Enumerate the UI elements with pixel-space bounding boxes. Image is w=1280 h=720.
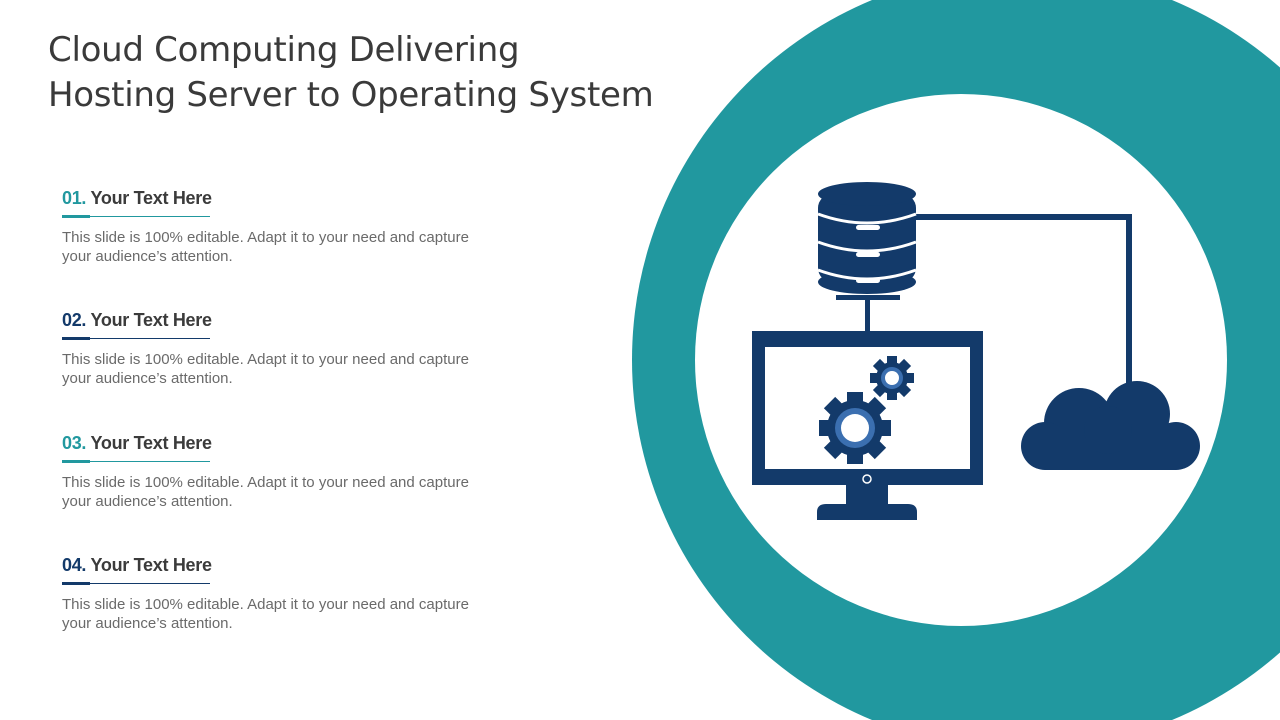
white-disc [695, 94, 1227, 626]
monitor-icon [752, 331, 983, 520]
item-number: 04. [62, 555, 87, 575]
item-underline [62, 337, 210, 340]
item-heading: 04. Your Text Here [62, 555, 522, 575]
item-body-line: This slide is 100% editable. Adapt it to… [62, 229, 469, 246]
item-body: This slide is 100% editable. Adapt it to… [62, 595, 512, 633]
database-icon [817, 182, 917, 294]
database-stand-bar [836, 295, 900, 300]
item-heading: 03. Your Text Here [62, 433, 522, 453]
title-line-1: Cloud Computing Delivering [48, 30, 520, 70]
item-heading: 01. Your Text Here [62, 188, 522, 208]
connector-line [912, 214, 1132, 390]
gear-icon [819, 392, 891, 464]
page-title: Cloud Computing Delivering Hosting Serve… [48, 28, 708, 118]
item-number: 03. [62, 433, 87, 453]
item-title: Your Text Here [90, 433, 212, 453]
list-item: 01. Your Text Here This slide is 100% ed… [62, 188, 522, 265]
title-line-2: Hosting Server to Operating System [48, 75, 654, 115]
item-body-line: This slide is 100% editable. Adapt it to… [62, 596, 469, 613]
item-number: 01. [62, 188, 87, 208]
item-body-line: your audience’s attention. [62, 493, 233, 510]
list-item: 02. Your Text Here This slide is 100% ed… [62, 310, 522, 387]
list-item: 03. Your Text Here This slide is 100% ed… [62, 433, 522, 510]
item-title: Your Text Here [90, 188, 212, 208]
small-gear-icon [870, 356, 914, 400]
item-underline [62, 460, 210, 463]
cloud-icon [1021, 381, 1200, 470]
item-body: This slide is 100% editable. Adapt it to… [62, 228, 512, 266]
item-underline [62, 215, 210, 218]
teal-ring [632, 0, 1280, 720]
item-body: This slide is 100% editable. Adapt it to… [62, 473, 512, 511]
item-body-line: your audience’s attention. [62, 615, 233, 632]
item-heading: 02. Your Text Here [62, 310, 522, 330]
item-body: This slide is 100% editable. Adapt it to… [62, 350, 512, 388]
item-body-line: your audience’s attention. [62, 248, 233, 265]
item-title: Your Text Here [90, 555, 212, 575]
item-number: 02. [62, 310, 87, 330]
database-stand-post [865, 298, 870, 332]
item-body-line: your audience’s attention. [62, 370, 233, 387]
item-body-line: This slide is 100% editable. Adapt it to… [62, 351, 469, 368]
item-body-line: This slide is 100% editable. Adapt it to… [62, 474, 469, 491]
list-item: 04. Your Text Here This slide is 100% ed… [62, 555, 522, 632]
item-title: Your Text Here [90, 310, 212, 330]
item-underline [62, 582, 210, 585]
